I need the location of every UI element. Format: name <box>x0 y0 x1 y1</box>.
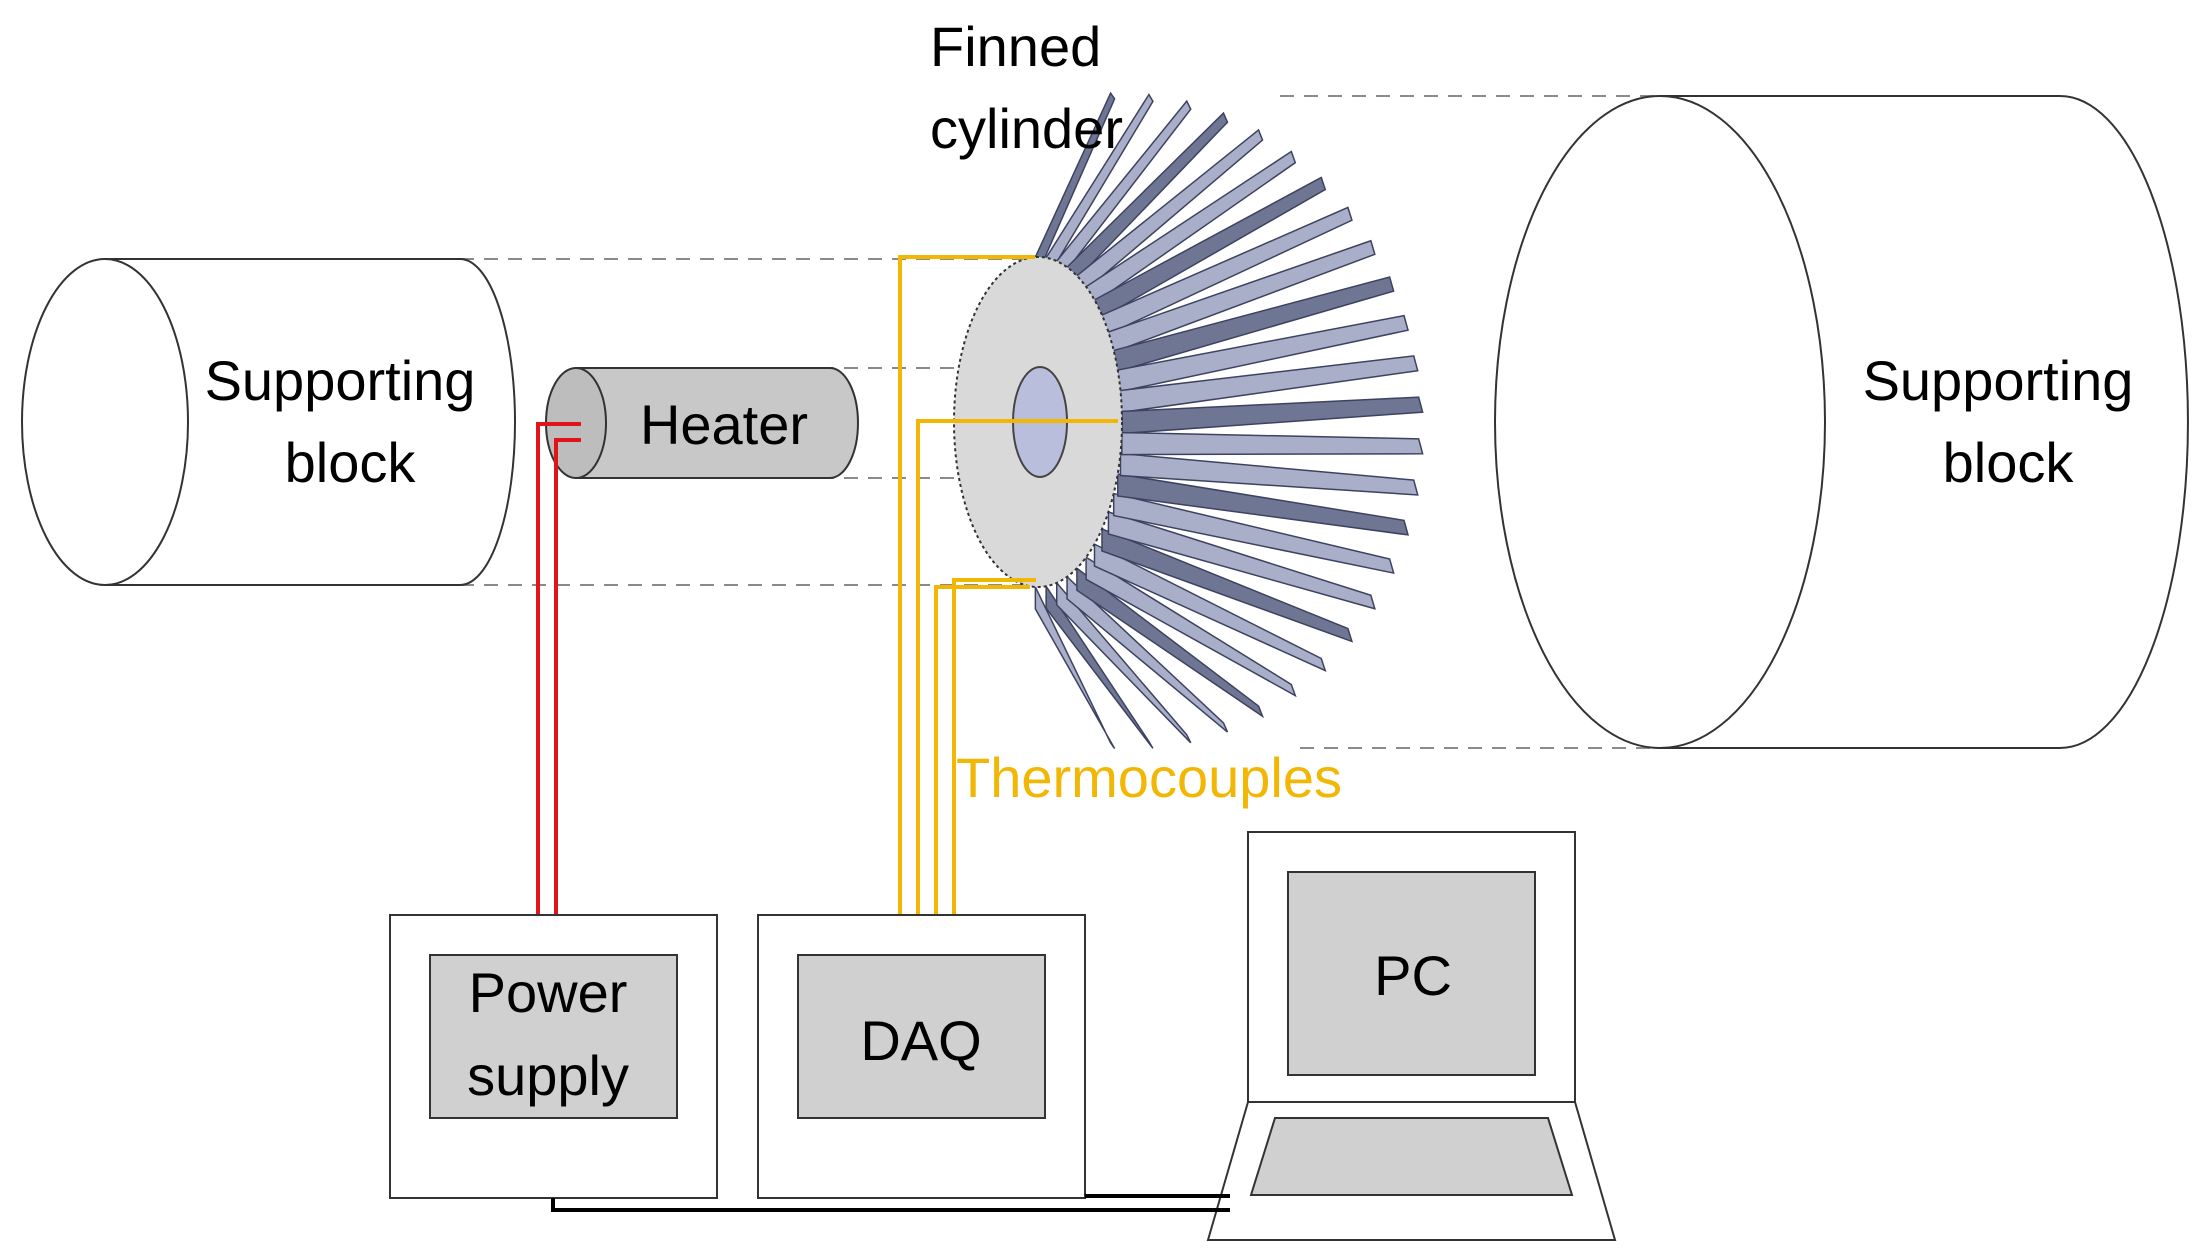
fin <box>1093 542 1327 672</box>
finned-cylinder-fins <box>1034 91 1424 749</box>
left-supporting-block <box>21 258 516 586</box>
dashed-projection-lines <box>460 95 1660 749</box>
fin <box>1119 452 1419 496</box>
fin <box>1076 566 1265 719</box>
left-block-label-line1: Supporting <box>205 349 476 412</box>
daq-label: DAQ <box>860 1009 981 1072</box>
pc-keyboard <box>1249 1117 1574 1196</box>
left-block-body <box>104 258 516 586</box>
pc-screen <box>1287 871 1536 1076</box>
power-supply-unit <box>389 914 718 1199</box>
fin <box>1116 473 1410 536</box>
thermocouple-wire-1 <box>898 255 1035 915</box>
right-supporting-block <box>1494 95 2189 749</box>
power-wire-1 <box>536 422 581 915</box>
fin <box>1055 580 1192 744</box>
left-block-label-line2: block <box>285 431 417 494</box>
thermocouple-wire-4 <box>952 578 1036 915</box>
power-wires <box>536 422 581 915</box>
fin <box>1112 492 1395 575</box>
fin <box>1066 575 1229 733</box>
fin <box>1045 583 1154 749</box>
thermocouple-wire-3 <box>934 585 1030 915</box>
power-supply-panel <box>429 954 678 1119</box>
pc-laptop <box>1206 831 1617 1241</box>
thermocouples-label: Thermocouples <box>956 746 1342 809</box>
fin <box>1121 431 1424 456</box>
power-supply-label-line2: supply <box>467 1044 629 1107</box>
heater-label: Heater <box>640 393 808 456</box>
right-block-label-line1: Supporting <box>1863 349 2134 412</box>
daq-unit <box>757 914 1086 1199</box>
finned-cylinder-label-line1: Finned <box>930 15 1101 78</box>
pc-label: PC <box>1374 944 1452 1007</box>
fin <box>1034 586 1116 749</box>
daq-panel <box>797 954 1046 1119</box>
fin <box>1101 527 1354 643</box>
thermocouple-wire-2 <box>916 419 1118 915</box>
fin <box>1085 555 1297 698</box>
thermocouple-wires <box>898 255 1118 915</box>
data-cables <box>551 1194 1230 1212</box>
right-block-face <box>1494 95 1826 749</box>
power-wire-2 <box>554 438 581 915</box>
left-block-face <box>21 258 189 586</box>
cable-power-supply-to-pc <box>551 1198 1230 1212</box>
fin <box>1107 510 1376 610</box>
right-block-label-line2: block <box>1943 431 2075 494</box>
heater-body <box>575 367 859 479</box>
finned-cylinder-label-line2: cylinder <box>930 97 1123 160</box>
power-supply-label-line1: Power <box>469 961 628 1024</box>
